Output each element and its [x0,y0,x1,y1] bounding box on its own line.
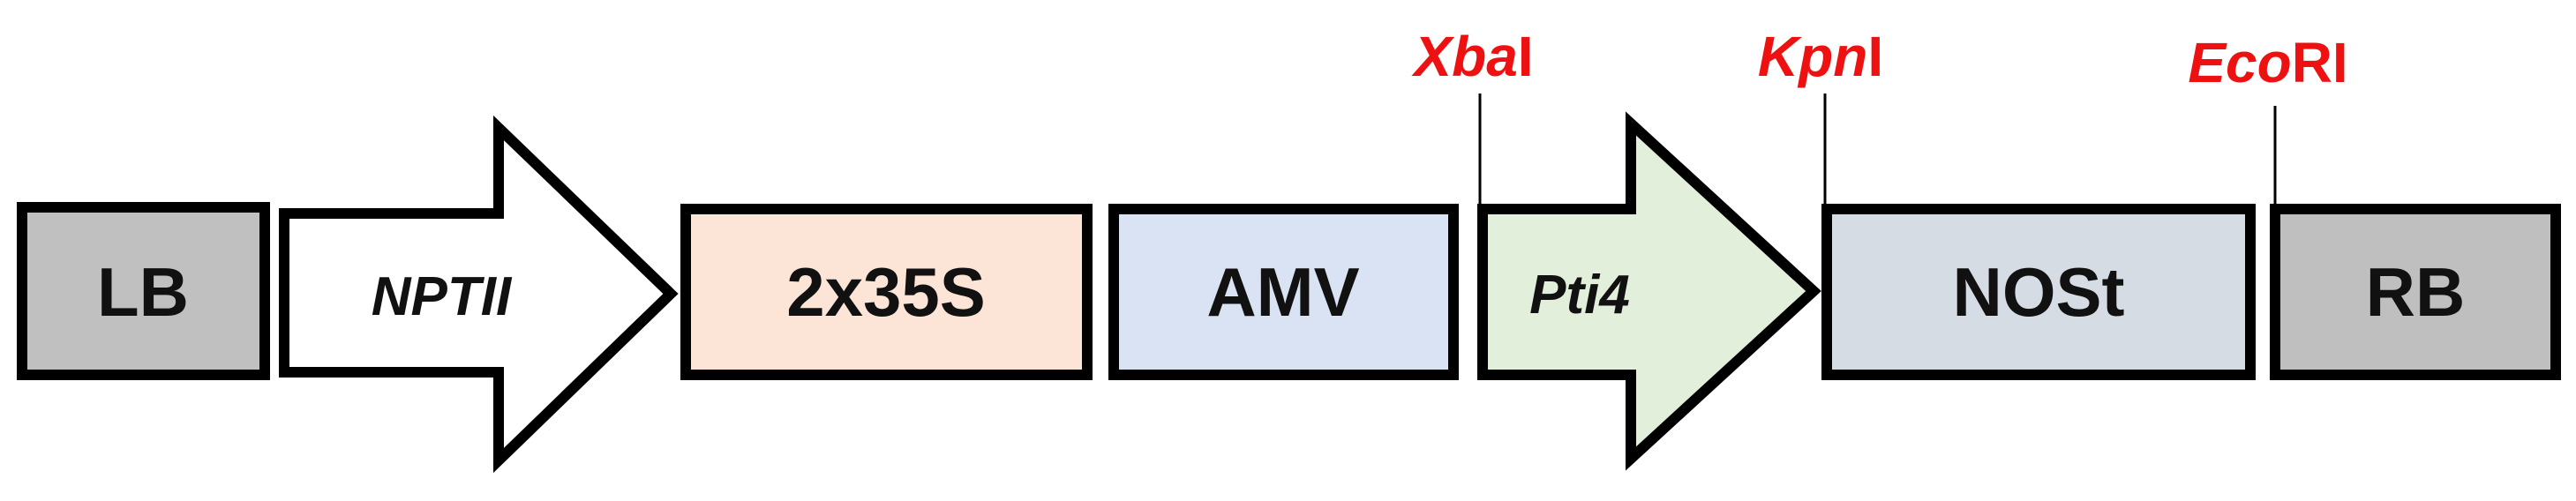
kpni-label: KpnI [1758,25,1883,88]
amv-box [1108,204,1459,380]
p35s-label: 2x35S [786,253,986,331]
amv-label: AMV [1206,253,1359,331]
p35s-segment: 2x35S [680,204,1093,380]
nost-label: NOSt [1953,253,2125,331]
p35s-box [680,204,1093,380]
xbai-label: XbaI [1411,25,1533,88]
nptii-segment: NPTII [279,115,679,474]
rb-box [2270,204,2561,380]
nost-box [1821,204,2256,380]
kpni-site: KpnI [1758,25,1883,205]
nptii-arrow-shape [279,115,679,474]
lb-label: LB [97,253,189,331]
lb-box [17,202,270,380]
pti4-arrow-shape [1477,111,1821,471]
rb-segment: RB [2270,204,2561,380]
nost-segment: NOSt [1821,204,2256,380]
pti4-label: Pti4 [1529,265,1630,325]
amv-segment: AMV [1108,204,1459,380]
rb-label: RB [2366,253,2466,331]
ecori-label: EcoRI [2188,31,2347,94]
pti4-segment: Pti4 [1477,111,1821,471]
xbai-site: XbaI [1411,25,1534,205]
nptii-label: NPTII [372,266,513,327]
ecori-site: EcoRI [2188,31,2348,205]
lb-segment: LB [17,202,270,380]
